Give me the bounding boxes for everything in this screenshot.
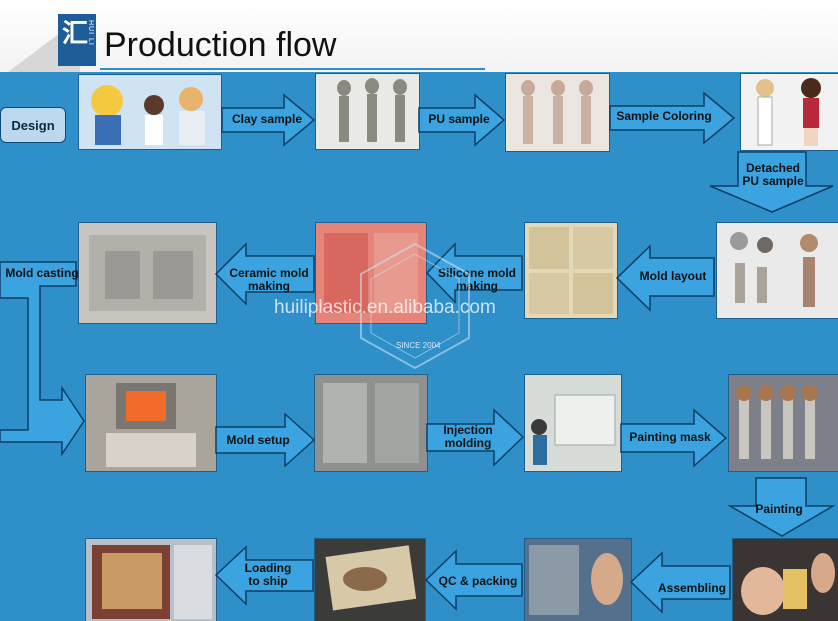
label-painting-mask: Painting mask xyxy=(629,430,711,444)
arrow-mold-setup xyxy=(215,412,316,468)
label-painting: Painting xyxy=(755,502,803,516)
arrow-painting xyxy=(727,477,836,537)
watermark-url: huiliplastic.en.alibaba.com xyxy=(274,297,496,318)
arrow-qc-packing xyxy=(424,549,523,611)
mold-casting-furnace-photo xyxy=(85,374,217,472)
label-sample-coloring: Sample Coloring xyxy=(616,109,712,123)
arrow-painting-mask xyxy=(620,408,728,468)
qc-packing-photo xyxy=(314,538,426,621)
painting-photo xyxy=(732,538,838,621)
arrow-sample-coloring xyxy=(609,91,736,145)
arrow-ceramic-mold xyxy=(214,242,315,306)
label-qc-packing: QC & packing xyxy=(438,574,518,588)
arrow-pu-sample xyxy=(418,93,506,147)
arrow-assembling xyxy=(629,551,731,614)
page-title: Production flow xyxy=(104,26,337,64)
arrow-loading-to-ship xyxy=(214,545,314,606)
arrow-clay-sample xyxy=(221,93,316,147)
watermark-since: SINCE 2004 xyxy=(396,341,441,350)
label-silicone-mold-making: Silicone mold making xyxy=(437,266,516,293)
injection-molding-photo xyxy=(524,374,622,472)
watermark-badge xyxy=(360,242,470,370)
arrow-detached-pu-sample xyxy=(709,151,834,213)
pu-sample-photo xyxy=(505,73,610,152)
sample-coloring-photo xyxy=(740,73,838,151)
label-ceramic-mold-making: Ceramic mold making xyxy=(229,266,309,293)
mold-casting-photo xyxy=(78,222,217,324)
header-background xyxy=(0,0,838,72)
logo-letters: HUI LI xyxy=(87,20,94,46)
company-logo: 汇 HUI LI xyxy=(58,14,96,66)
loading-container-photo xyxy=(85,538,217,621)
label-mold-setup: Mold setup xyxy=(226,433,290,447)
title-underline xyxy=(100,68,485,70)
clay-sample-photo xyxy=(315,73,420,150)
assembling-photo xyxy=(524,538,632,621)
label-pu-sample: PU sample xyxy=(428,112,490,126)
logo-glyph: 汇 xyxy=(62,18,89,48)
detached-sample-photo xyxy=(716,222,838,319)
label-mold-layout: Mold layout xyxy=(639,269,707,283)
silicone-mold-photo xyxy=(524,222,618,319)
arrow-injection-molding xyxy=(426,408,525,467)
painting-mask-photo xyxy=(728,374,838,472)
label-clay-sample: Clay sample xyxy=(231,112,303,126)
label-detached-pu-sample: Detached PU sample xyxy=(742,161,804,188)
flow-panel xyxy=(0,72,838,621)
arrow-silicone-mold xyxy=(425,242,523,304)
arrow-mold-casting xyxy=(0,261,85,457)
label-assembling: Assembling xyxy=(657,581,726,595)
label-loading-to-ship: Loading to ship xyxy=(244,561,292,588)
label-mold-casting: Mold casting xyxy=(5,266,79,280)
design-photo xyxy=(78,74,222,150)
design-box: Design xyxy=(0,107,66,143)
mold-setup-photo xyxy=(314,374,428,472)
arrow-mold-layout xyxy=(615,244,715,312)
label-injection-molding: Injection molding xyxy=(443,423,493,450)
